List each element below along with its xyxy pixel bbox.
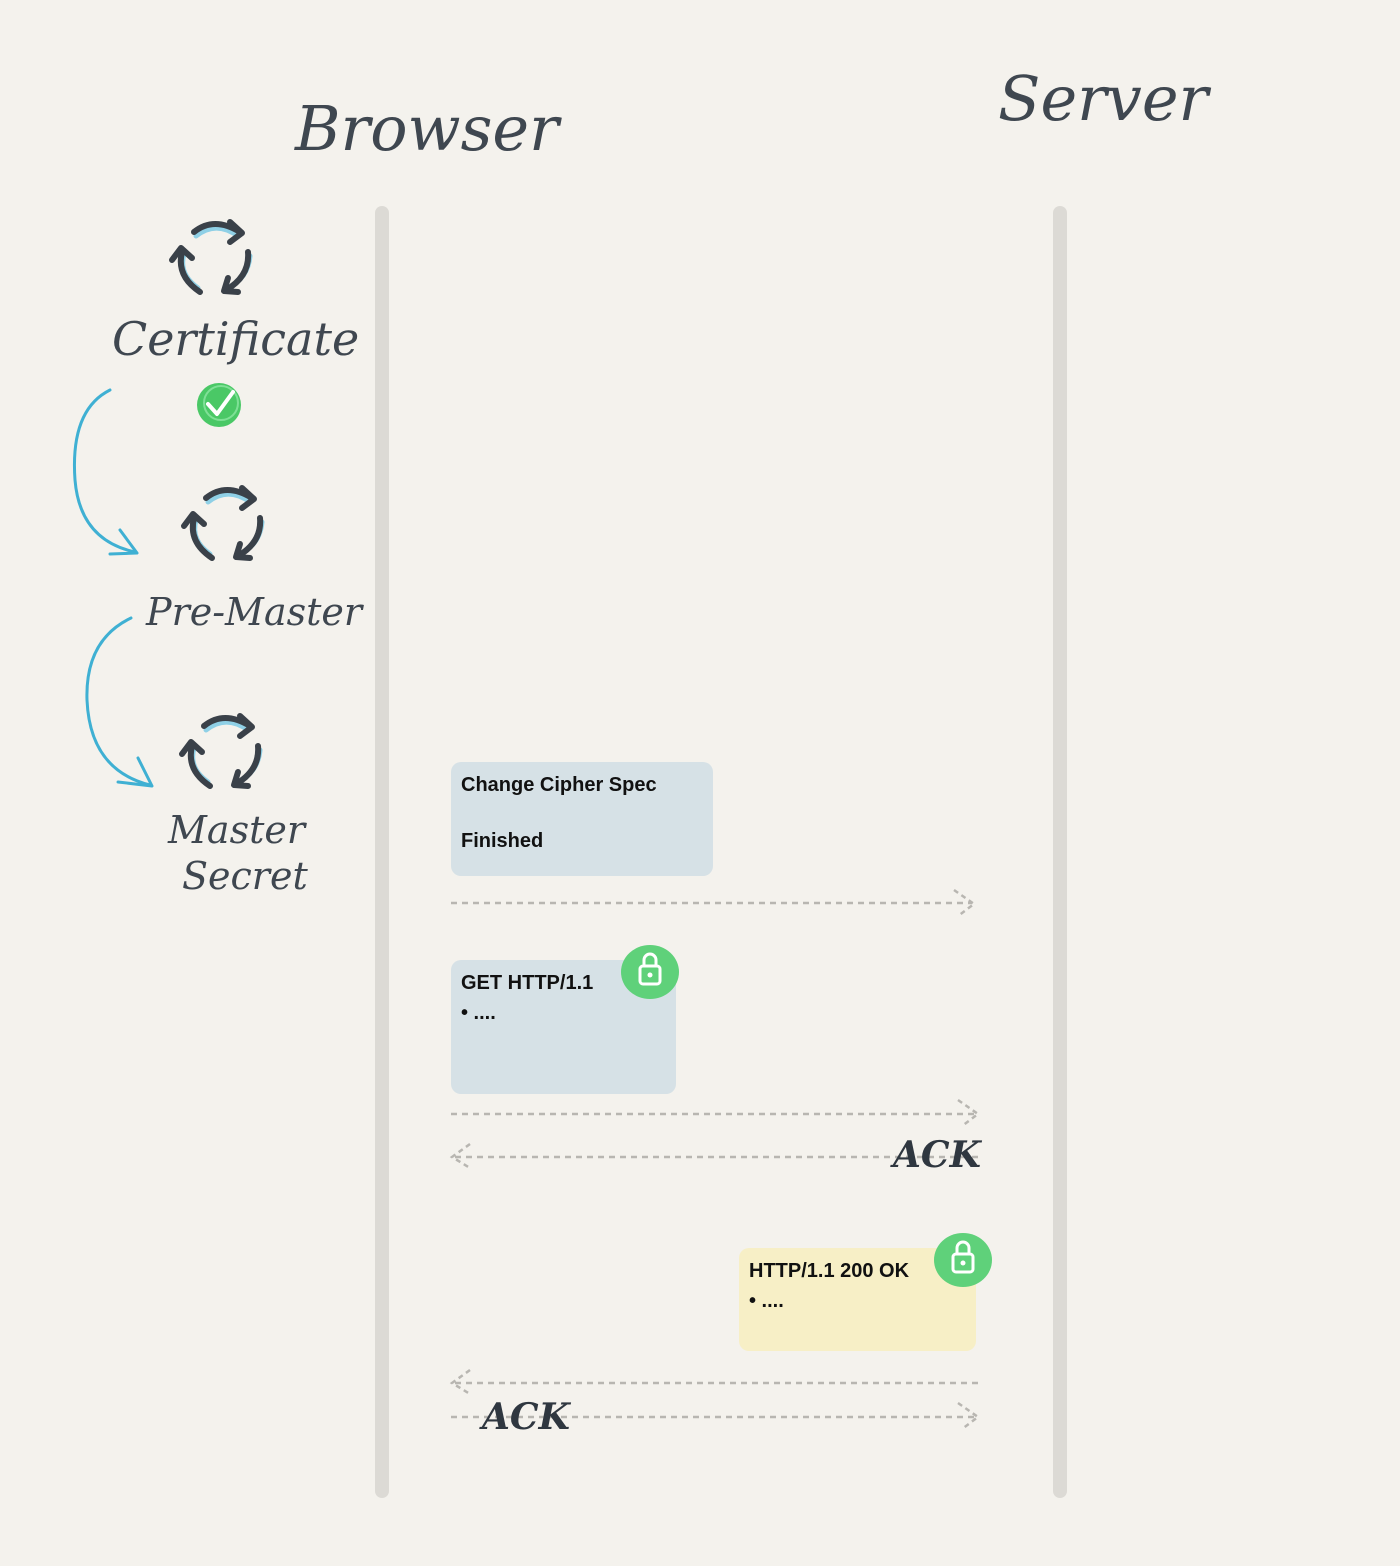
step-secret-label: Secret (182, 854, 308, 898)
cycle-icon (172, 222, 250, 292)
server-title: Server (998, 62, 1209, 135)
server-lifeline (1053, 206, 1067, 1498)
response-line-text: HTTP/1.1 200 OK (749, 1260, 910, 1282)
change-cipher-spec-text: Change Cipher Spec (461, 774, 657, 796)
request-detail-text: • .... (461, 1002, 496, 1024)
request-line-text: GET HTTP/1.1 (461, 972, 594, 994)
response-detail-text: • .... (749, 1290, 784, 1312)
cycle-icon (184, 488, 262, 558)
browser-title: Browser (295, 92, 559, 165)
cycle-icon (182, 716, 260, 786)
lock-icon (621, 945, 679, 999)
step-pre-master-label: Pre-Master (146, 590, 363, 634)
http-request-message: GET HTTP/1.1 • .... (451, 960, 676, 1094)
dashed-arrow-left (449, 1142, 978, 1170)
browser-lifeline (375, 206, 389, 1498)
client-finished-message: Change Cipher Spec Finished (451, 762, 713, 876)
dashed-arrow-right (451, 1098, 981, 1127)
flow-arrow-icon (72, 388, 139, 556)
finished-text: Finished (461, 830, 544, 852)
lock-icon (934, 1233, 992, 1287)
ack-label: ACK (482, 1396, 570, 1438)
step-master-label: Master (168, 808, 305, 852)
dashed-arrow-right (451, 1401, 981, 1430)
step-certificate-label: Certificate (112, 312, 360, 366)
check-icon (197, 383, 241, 427)
ack-label: ACK (893, 1134, 981, 1176)
dashed-arrow-left (449, 1368, 978, 1396)
flow-arrow-icon (85, 616, 154, 788)
dashed-arrow-right (451, 888, 977, 917)
